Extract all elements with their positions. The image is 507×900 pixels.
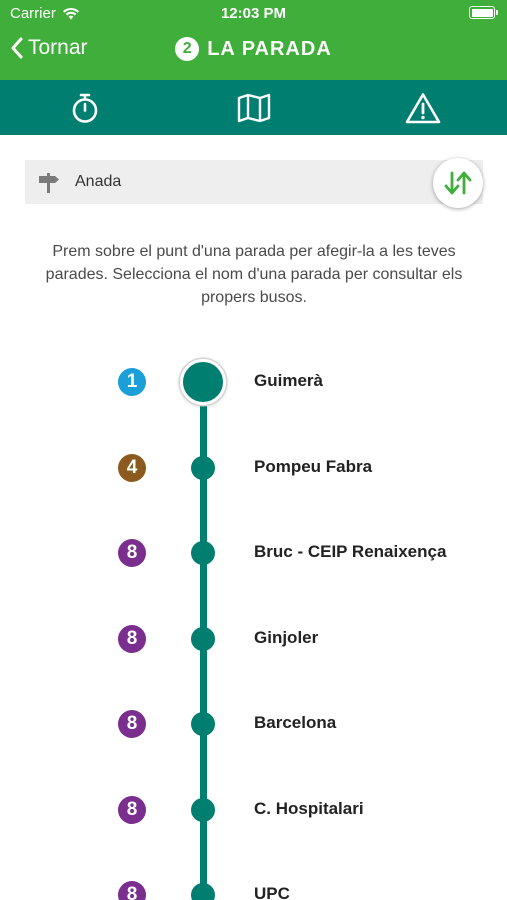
stop-row: 8 Barcelona bbox=[0, 698, 507, 748]
carrier-label: Carrier bbox=[10, 5, 56, 22]
direction-label: Anada bbox=[75, 173, 122, 190]
instructions-text: Prem sobre el punt d'una parada per afeg… bbox=[45, 243, 463, 306]
nav-bar: Carrier 12:03 PM Tornar 2 LA PARADA bbox=[0, 0, 507, 80]
line-badge: 1 bbox=[118, 368, 146, 396]
tab-alerts[interactable] bbox=[338, 80, 507, 135]
current-stop-dot[interactable] bbox=[180, 359, 226, 405]
stop-row: 8 UPC bbox=[0, 869, 507, 900]
stopwatch-icon bbox=[72, 93, 97, 123]
stop-name[interactable]: Bruc - CEIP Renaixença bbox=[254, 542, 447, 561]
warning-icon bbox=[405, 92, 440, 123]
signpost-icon bbox=[39, 173, 59, 193]
tab-bar bbox=[0, 80, 507, 135]
stop-name[interactable]: Pompeu Fabra bbox=[254, 456, 373, 476]
line-badge: 8 bbox=[118, 710, 146, 738]
line-badge: 8 bbox=[118, 795, 146, 824]
stop-dot[interactable] bbox=[191, 797, 215, 822]
line-badge: 4 bbox=[118, 453, 146, 482]
stop-dot[interactable] bbox=[191, 541, 215, 565]
stop-row: 4 Pompeu Fabra bbox=[0, 442, 507, 492]
stop-row: 8 Bruc - CEIP Renaixença bbox=[0, 527, 507, 577]
line-badge: 8 bbox=[118, 624, 146, 653]
map-icon bbox=[237, 93, 270, 122]
stop-name[interactable]: Guimerà bbox=[254, 371, 323, 390]
chevron-left-icon bbox=[11, 37, 23, 59]
back-label: Tornar bbox=[28, 36, 88, 59]
stop-name[interactable]: C. Hospitalari bbox=[254, 798, 364, 818]
status-time: 12:03 PM bbox=[220, 5, 287, 22]
tab-timer[interactable] bbox=[0, 80, 169, 135]
stop-name[interactable]: Ginjoler bbox=[254, 627, 319, 647]
wifi-icon bbox=[62, 7, 79, 20]
status-bar: Carrier 12:03 PM bbox=[0, 0, 507, 28]
stop-dot[interactable] bbox=[191, 455, 215, 480]
line-badge: 8 bbox=[118, 539, 146, 567]
stop-dot[interactable] bbox=[191, 883, 215, 900]
tab-map[interactable] bbox=[169, 80, 338, 135]
stop-name[interactable]: UPC bbox=[254, 884, 290, 900]
carrier: Carrier bbox=[10, 5, 80, 22]
title-text: LA PARADA bbox=[207, 37, 332, 60]
stop-row: 1 Guimerà bbox=[0, 356, 507, 406]
swap-arrows-icon bbox=[444, 171, 472, 195]
back-button[interactable]: Tornar bbox=[10, 36, 88, 60]
line-badge: 8 bbox=[118, 881, 146, 900]
stop-name[interactable]: Barcelona bbox=[254, 713, 337, 732]
stop-row: 8 Ginjoler bbox=[0, 613, 507, 663]
swap-direction-button[interactable] bbox=[433, 158, 483, 208]
title-number-badge: 2 bbox=[175, 37, 200, 61]
direction-selector[interactable]: Anada bbox=[25, 158, 483, 208]
stop-row: 8 C. Hospitalari bbox=[0, 784, 507, 834]
page-title: 2 LA PARADA bbox=[0, 37, 507, 61]
stop-dot[interactable] bbox=[191, 712, 215, 736]
battery-icon bbox=[469, 6, 498, 19]
stop-dot[interactable] bbox=[191, 626, 215, 651]
